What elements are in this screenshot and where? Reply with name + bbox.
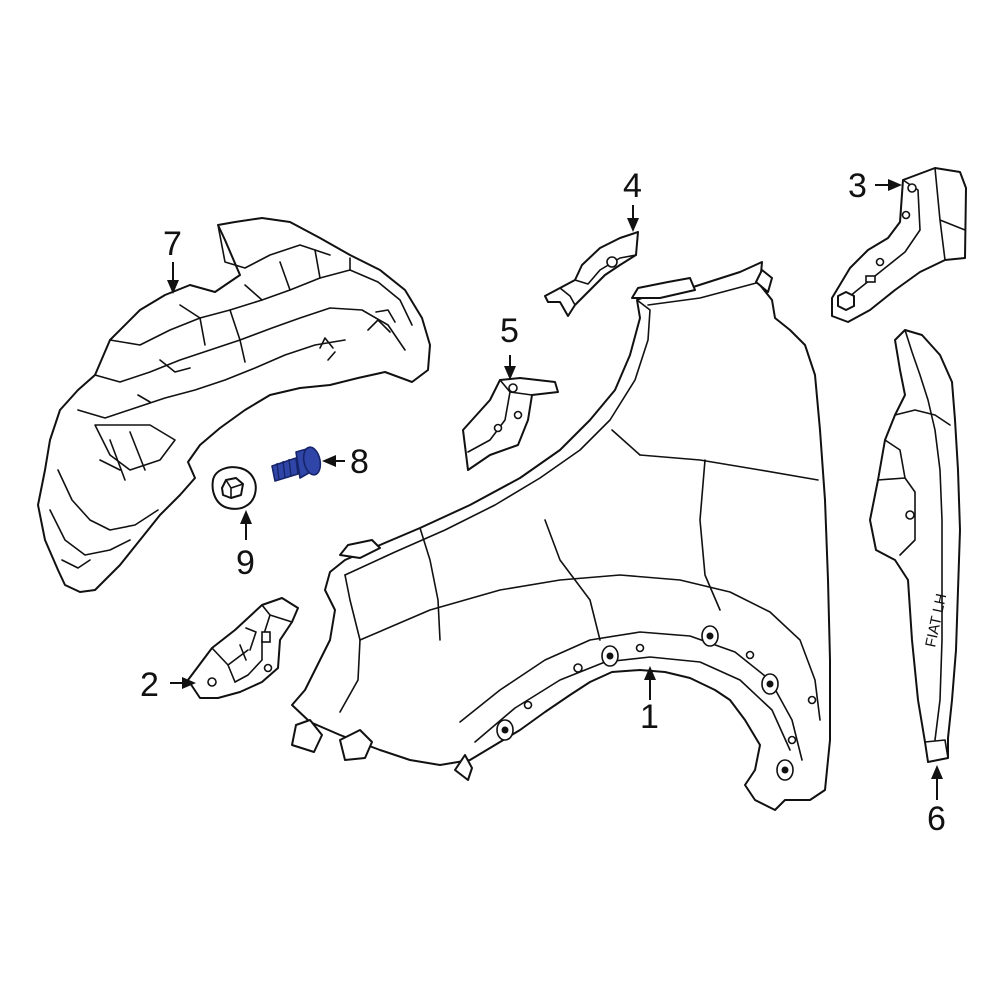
callout-4: 4 — [623, 167, 642, 205]
bracket-part-3[interactable] — [831, 167, 967, 323]
callout-3: 3 — [848, 167, 867, 205]
screw-part-8[interactable] — [271, 446, 323, 482]
callout-9: 9 — [236, 544, 255, 582]
clip-nut-part-9[interactable] — [211, 466, 257, 510]
bracket-part-4[interactable] — [544, 231, 639, 317]
callout-7: 7 — [163, 225, 182, 263]
callout-leaders — [167, 179, 943, 800]
callout-8: 8 — [350, 443, 369, 481]
seal-part-6[interactable]: FIAT LH — [869, 329, 961, 763]
callout-1: 1 — [640, 698, 659, 736]
wheelhouse-liner-part-7[interactable] — [37, 217, 431, 593]
callout-5: 5 — [500, 312, 519, 350]
callout-labels: 1 2 3 4 5 6 7 8 9 — [140, 167, 946, 838]
callout-2: 2 — [140, 666, 159, 704]
bracket-part-5[interactable] — [462, 377, 559, 471]
bracket-part-2[interactable] — [187, 597, 299, 699]
callout-6: 6 — [927, 800, 946, 838]
fender-part-1[interactable] — [291, 261, 831, 811]
